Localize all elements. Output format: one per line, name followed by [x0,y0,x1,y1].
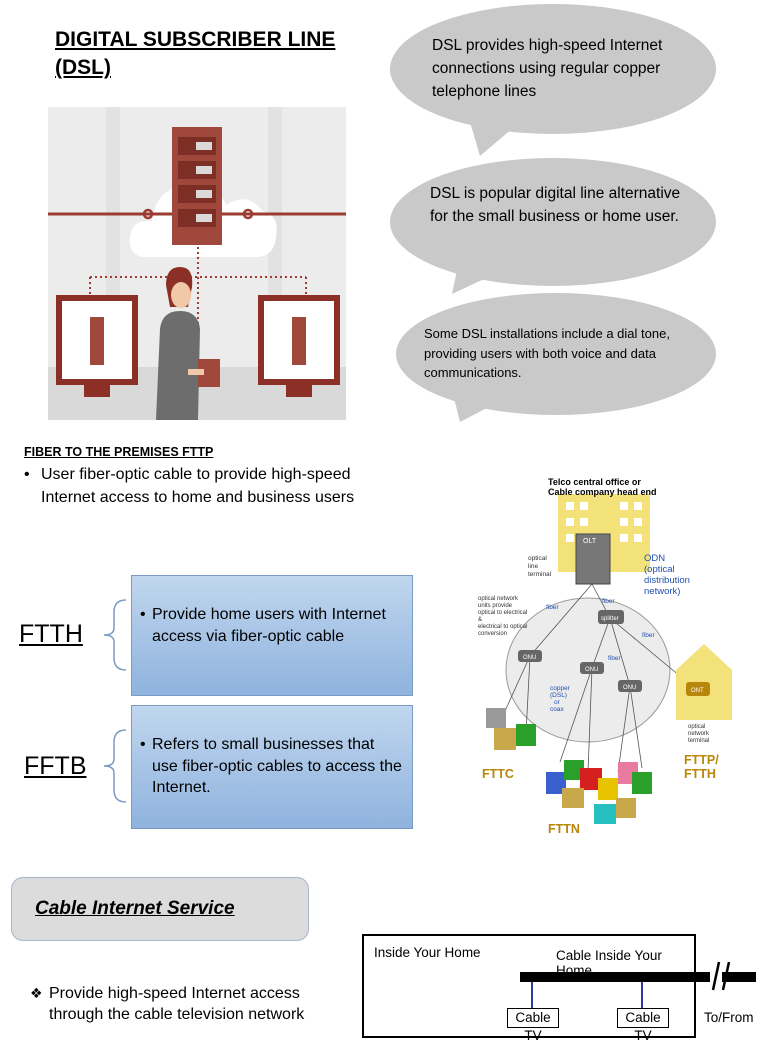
fftb-label: FFTB [24,752,87,780]
house-icon [616,798,636,818]
fiber-label: fiber [608,655,621,662]
cable-line [520,961,756,1012]
odn-label-4: network) [644,586,680,597]
ont-desc-1: optical [688,724,705,730]
house-icon [546,772,566,794]
ont-label: ONT [691,688,704,694]
olt-label: OLT [583,538,597,545]
dsl-bubble-1: DSL provides high-speed Internet connect… [390,4,716,134]
bullet-icon: • [140,606,146,623]
fiber-label: fiber [642,632,655,639]
house-icon [632,772,652,794]
house-icon [494,728,516,750]
bullet-icon: • [24,466,30,483]
cable-tv-box: Cable TV [617,1008,669,1043]
fttp-bullet: • User fiber-optic cable to provide high… [24,463,364,509]
odn-label-2: (optical [644,564,675,575]
inside-home-label: Inside Your Home [374,945,481,960]
fftb-box: • Refers to small businesses that use fi… [131,705,413,829]
odn-label-3: distribution [644,575,690,586]
ont-icon [686,682,710,696]
onu-desc-3: optical to electrical [478,610,527,616]
house-icon [562,788,584,808]
onu-desc-1: optical network [478,596,519,602]
copper-label-2: (DSL) [550,692,567,699]
house-icon [516,724,536,746]
fiber-label: fiber [602,598,615,605]
olt-desc-2: line [528,563,539,570]
olt-desc-1: optical [528,555,547,562]
cable-title: Cable Internet Service [35,898,235,919]
house-icon [564,760,584,780]
server-rack-icon [172,127,222,245]
ftth-label: FTTH [19,620,83,648]
dsl-bubble-3: Some DSL installations include a dial to… [396,293,716,415]
cable-tv-box: Cable TV [507,1008,559,1043]
onu-desc-5: electrical to optical [478,624,527,630]
fttp-label-1: FTTP/ [684,753,719,767]
diamond-bullet-icon: ❖ [30,985,43,1001]
diagram-top-label-2: Cable company head end [548,487,657,497]
onu-label: ONU [523,655,536,661]
monitor-icon [258,295,340,397]
onu-icon [580,662,604,674]
dsl-title: DIGITAL SUBSCRIBER LINE (DSL) [55,28,336,79]
house-icon [580,768,602,790]
bubble-tail [470,122,520,156]
odn-label-1: ODN [644,553,665,564]
fttp-heading: FIBER TO THE PREMISES FTTP [24,445,214,459]
fttp-label-2: FTTH [684,767,716,781]
onu-icon [518,650,542,662]
to-from-label: To/From [704,1010,754,1025]
bubble-tail [454,398,506,422]
ftth-box: • Provide home users with Internet acces… [131,575,413,696]
onu-desc-4: & [478,617,482,623]
house-icon [594,804,616,824]
house-icon [598,778,618,800]
fiber-label: fiber [546,604,559,611]
bullet-icon: • [140,736,146,753]
copper-label-4: coax [550,706,564,713]
cable-title-box: Cable Internet Service [11,877,309,941]
diagram-top-label-1: Telco central office or [548,477,641,487]
copper-label-1: copper [550,685,571,692]
brace-icon [103,729,127,803]
fiber-network-diagram: Telco central office or Cable company he… [478,477,732,836]
brace-icon [103,599,127,671]
olt-device-icon [575,533,611,585]
person-icon [156,267,220,420]
dsl-bubble-2: DSL is popular digital line alternative … [390,158,716,286]
onu-desc-2: units provide [478,603,513,609]
monitor-icon [56,295,138,397]
splitter-icon [598,610,624,624]
onu-label: ONU [623,685,636,691]
house-icon [486,708,506,728]
fttc-label: FTTC [482,767,514,781]
splitter-label: splitter [601,616,619,622]
olt-desc-3: terminal [528,571,552,578]
dsl-illustration [48,107,346,420]
ont-desc-2: network [688,731,710,737]
ont-desc-3: terminal [688,738,709,744]
cable-bullet: ❖ Provide high-speed Internet access thr… [30,985,305,1023]
copper-label-3: or [554,699,561,706]
onu-label: ONU [585,667,598,673]
bubble-tail [452,266,512,294]
onu-icon [618,680,642,692]
onu-desc-6: conversion [478,631,507,637]
fttn-label: FTTN [548,822,580,836]
